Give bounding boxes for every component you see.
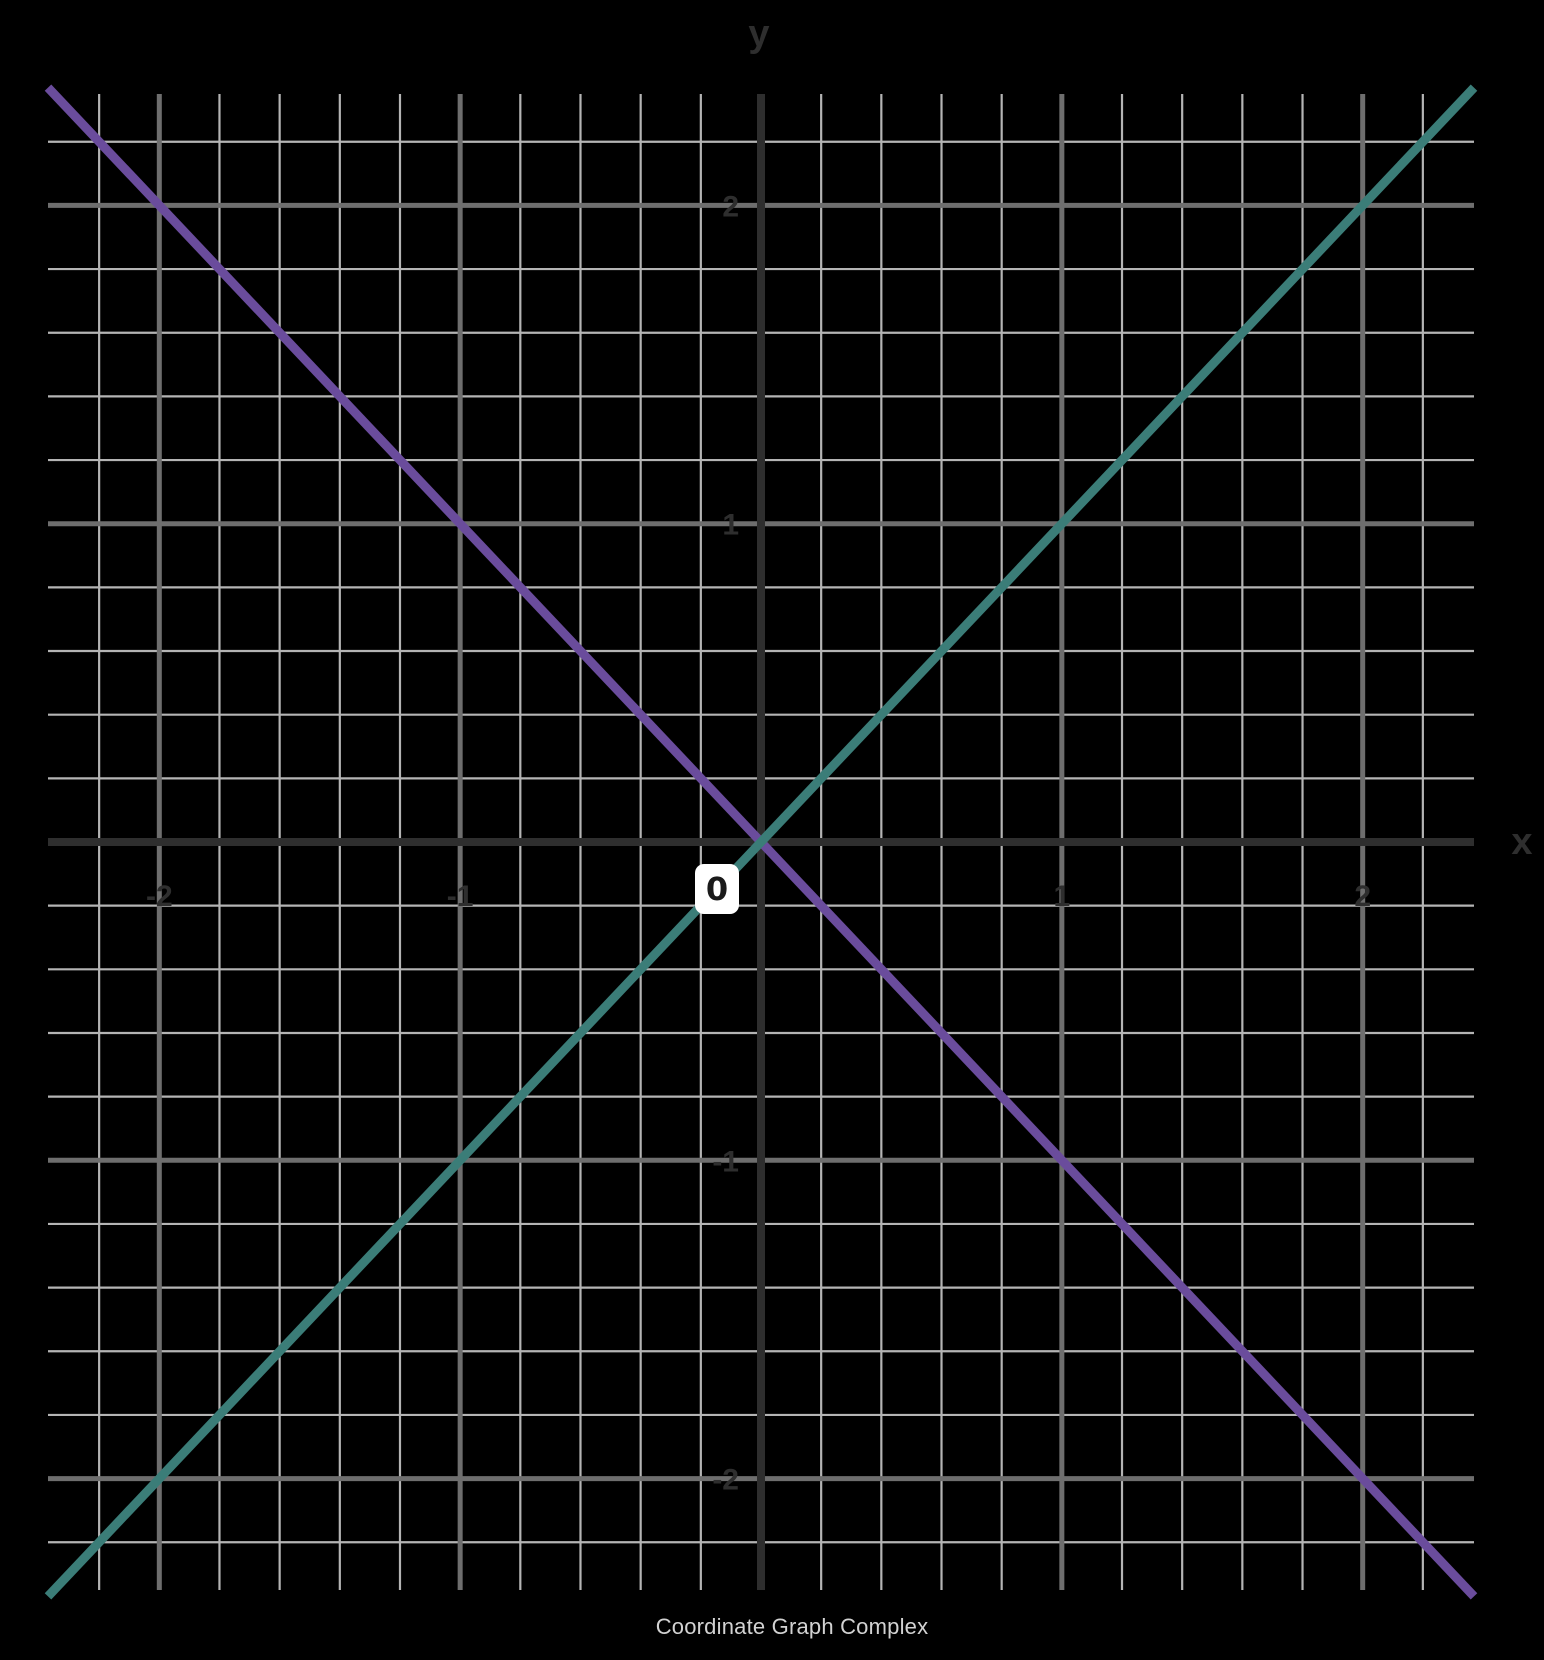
graph-caption: Coordinate Graph Complex	[655, 1614, 929, 1639]
x-tick-label: -2	[146, 880, 173, 913]
series-line-2	[44, 84, 1478, 1600]
y-tick-label: 2	[722, 190, 739, 223]
origin-badge	[695, 864, 739, 914]
y-tick-label: -1	[712, 1145, 739, 1178]
x-axis-title: x	[1511, 821, 1532, 863]
y-tick-label: 1	[722, 509, 739, 542]
origin-label: 0	[706, 870, 728, 908]
y-axis-title: y	[748, 13, 769, 55]
labels: -2 -1 1 2 2 1 -1 -2 0 x y	[146, 13, 1533, 1497]
x-tick-label: 2	[1354, 880, 1371, 913]
series-lines	[44, 84, 1478, 1600]
x-tick-label: 1	[1054, 880, 1071, 913]
x-tick-label: -1	[447, 880, 474, 913]
y-tick-label: -2	[712, 1464, 739, 1497]
